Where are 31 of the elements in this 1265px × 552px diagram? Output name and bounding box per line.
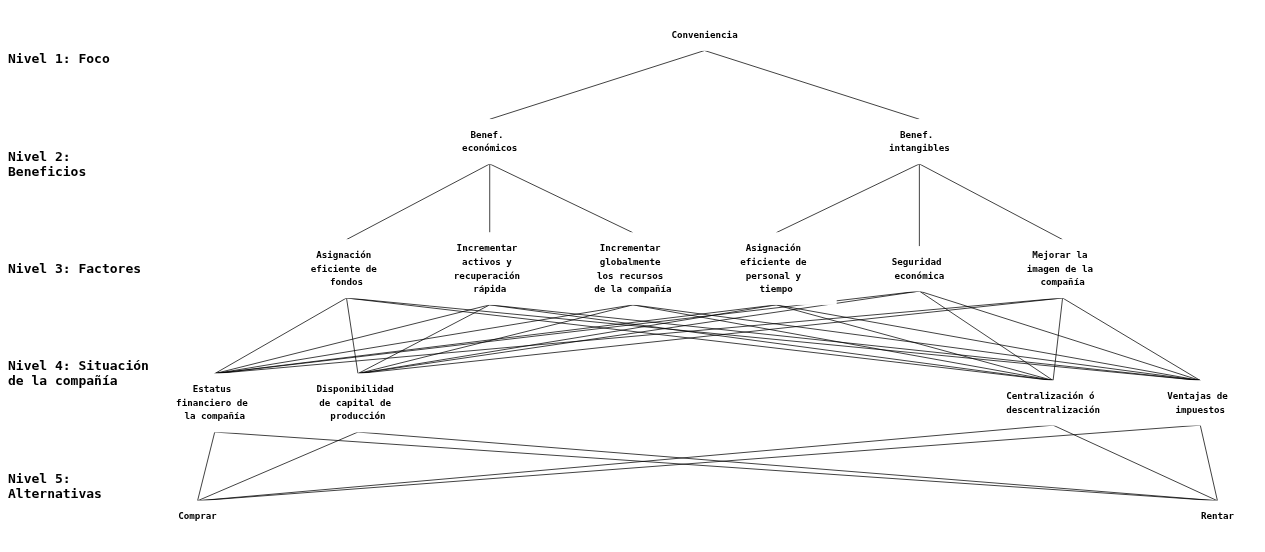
node-text: Benef. intangibles	[889, 129, 950, 154]
connector	[919, 291, 1201, 382]
connector	[1052, 297, 1063, 382]
node-text: Incrementar activos y recuperación rápida	[453, 242, 521, 295]
node-text: Comprar	[178, 510, 217, 522]
node-text: Centralización ó descentralización	[1006, 390, 1101, 416]
node-text: Ventajas de impuestos	[1167, 390, 1228, 416]
node-text: Incrementar globalmente los recursos de la compañía	[594, 242, 672, 295]
node-text: Conveniencia	[671, 29, 738, 41]
connector	[919, 163, 1063, 241]
connector	[1062, 297, 1201, 382]
connector	[489, 163, 634, 234]
level-label: Nivel 3: Factores	[8, 260, 143, 276]
connector	[1199, 425, 1218, 502]
connector	[346, 297, 359, 375]
connector	[346, 163, 491, 241]
node-text: Mejorar la imagen de la compañía	[1026, 249, 1093, 289]
connector	[197, 432, 216, 502]
level-label: Nivel 5: Alternativas	[8, 470, 103, 501]
node-text: Rentar	[1200, 510, 1234, 522]
node-text: Disponibilidad de capital de producción	[316, 383, 394, 423]
node-text: Seguridad económica	[891, 256, 945, 282]
node-text: Asignación eficiente de fondos	[310, 249, 377, 289]
connector	[214, 297, 347, 375]
connector	[919, 291, 1054, 382]
level-label: Nivel 2: Beneficios	[8, 148, 88, 179]
connector	[346, 297, 1201, 382]
level-label: Nivel 4: Situación de la compañía	[8, 358, 150, 389]
node-text: Estatus financiero de la compañía	[176, 383, 248, 423]
node-text: Benef. económicos	[462, 129, 518, 154]
level-label: Nivel 1: Foco	[8, 51, 111, 67]
